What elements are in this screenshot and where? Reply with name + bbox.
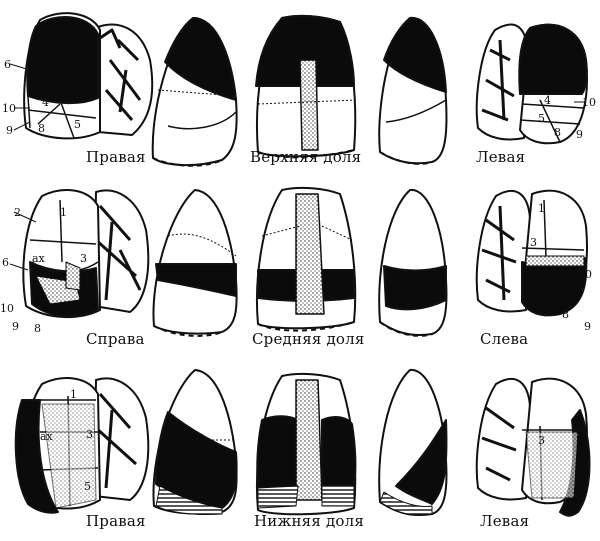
r2-left-lung-lateral xyxy=(378,188,448,337)
r1-posterior-view xyxy=(255,14,357,159)
r2-left-lung-front xyxy=(475,189,588,317)
caption-row1-center: Верхняя доля xyxy=(250,148,362,166)
r1-right-label-5: 5 xyxy=(538,112,545,125)
r2-right-lung-lateral xyxy=(152,189,238,337)
r1-left-label-6: 6 xyxy=(4,58,11,71)
caption-row3-left: Правая xyxy=(86,512,146,530)
r3-posterior-view xyxy=(256,372,357,516)
r3-left-label-1: 1 xyxy=(70,388,77,401)
caption-row3-right: Левая xyxy=(480,512,530,530)
r1-left-lung-front xyxy=(475,23,588,145)
r3-right-label-3: 3 xyxy=(538,434,545,447)
r3-right-lung-lateral xyxy=(152,369,238,515)
caption-row1-right: Левая xyxy=(476,148,526,166)
r1-right-label-4: 4 xyxy=(544,94,551,107)
r3-left-lung-lateral xyxy=(378,368,448,516)
r2-left-label-3: 3 xyxy=(80,252,87,265)
r2-right-label-3: 3 xyxy=(530,236,537,249)
r2-left-label-9: 9 xyxy=(12,320,19,333)
r3-left-label-5: 5 xyxy=(84,480,91,493)
r3-left-lung-front xyxy=(475,377,591,517)
r2-right-label-10: 10 xyxy=(578,268,592,281)
r2-right-lung-front xyxy=(9,189,150,319)
caption-row1-left: Правая xyxy=(86,148,146,166)
r2-left-label-8: 8 xyxy=(34,322,41,335)
r2-left-label-2: 2 xyxy=(14,206,21,219)
r2-left-label-1: 1 xyxy=(60,206,67,219)
caption-row2-left: Справа xyxy=(86,330,145,348)
r2-right-label-1: 1 xyxy=(538,202,545,215)
r1-right-label-9: 9 xyxy=(576,128,583,141)
caption-row2-center: Средняя доля xyxy=(252,330,365,348)
r3-left-label-3: 3 xyxy=(86,428,93,441)
r2-right-label-9: 9 xyxy=(584,320,591,333)
r2-left-label-6: 6 xyxy=(2,256,9,269)
r2-posterior-view xyxy=(256,186,357,332)
r1-left-label-9: 9 xyxy=(6,124,13,137)
caption-row2-right: Слева xyxy=(480,330,529,348)
r1-right-label-10: 10 xyxy=(582,96,596,109)
r1-right-label-8: 8 xyxy=(554,126,561,139)
r3-right-lung-front xyxy=(14,377,150,514)
r2-right-label-8: 8 xyxy=(562,308,569,321)
r1-left-label-8: 8 xyxy=(38,122,45,135)
r1-right-lung-front xyxy=(9,12,154,140)
r1-left-label-4: 4 xyxy=(42,96,49,109)
r1-right-lung-lateral xyxy=(151,17,238,167)
r1-left-label-10: 10 xyxy=(2,102,16,115)
r2-left-label-10: 10 xyxy=(0,302,14,315)
r1-left-label-5: 5 xyxy=(74,118,81,131)
r3-left-label-ax: ax xyxy=(40,430,54,443)
r1-left-lung-lateral xyxy=(378,16,448,165)
r2-left-label-ax: ax xyxy=(32,252,46,265)
caption-row3-center: Нижняя доля xyxy=(254,512,365,530)
